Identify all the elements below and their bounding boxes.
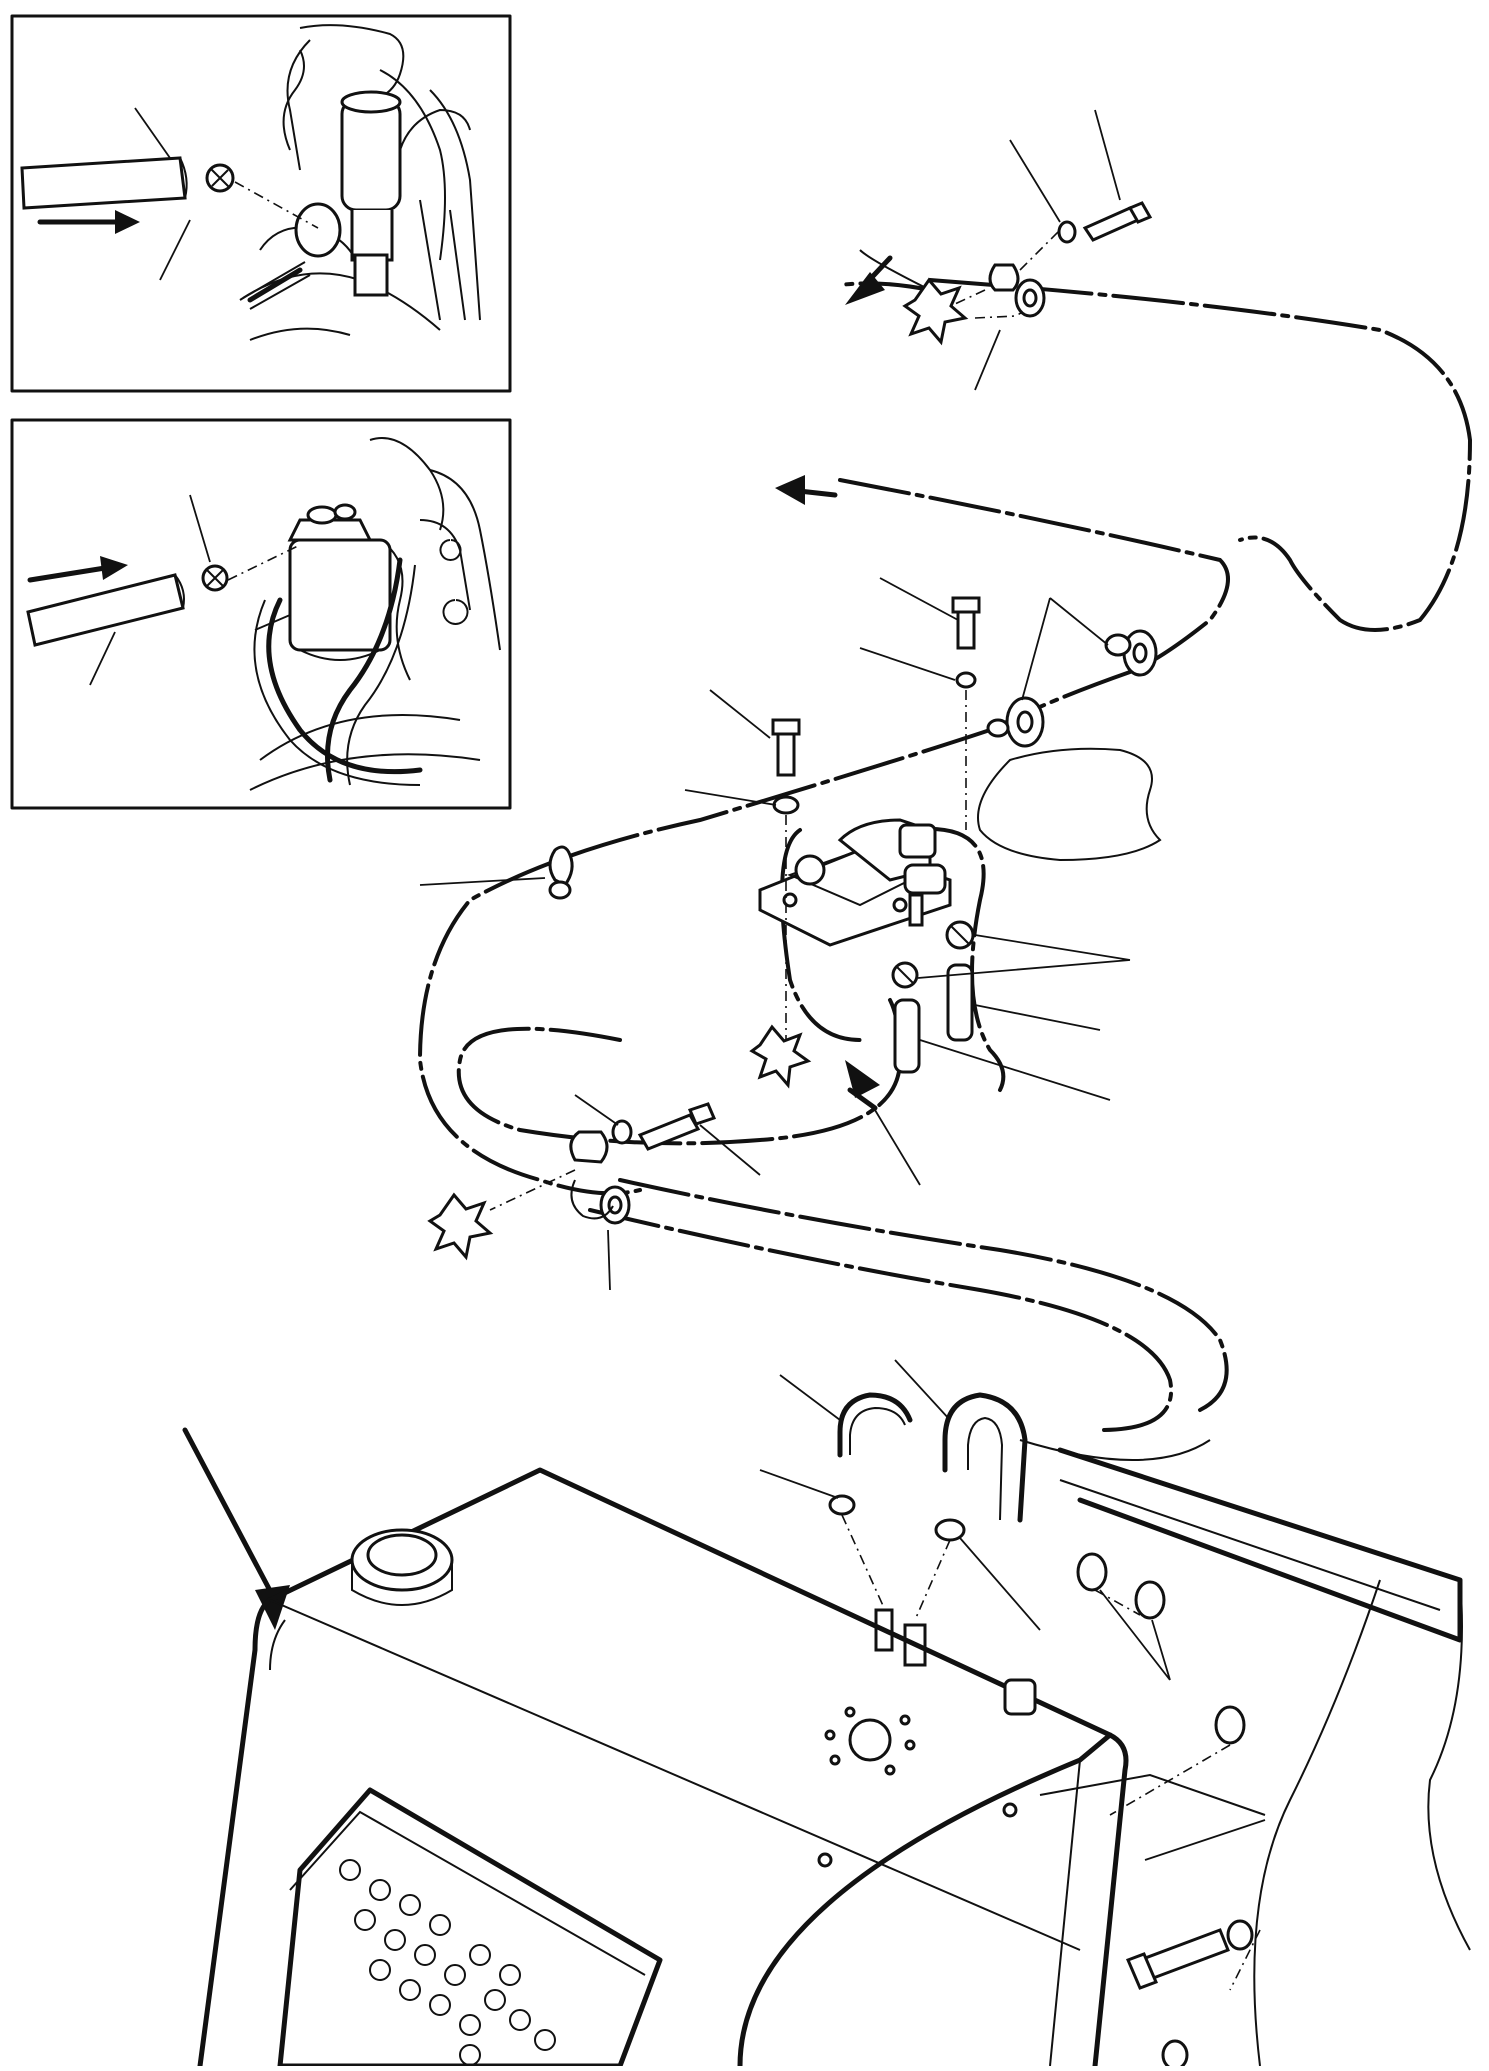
p-clip (569, 1130, 609, 1164)
callout-leader (1009, 139, 1061, 223)
hose-run-left-loop (417, 728, 992, 1196)
inset-top-corrugated-hose (242, 261, 311, 310)
hose-run-return (838, 478, 1230, 674)
inset-middle-engine-detail (249, 437, 501, 791)
callout-leader (759, 1469, 839, 1499)
callout-leader (959, 1537, 1041, 1631)
assembly-centerline (234, 181, 319, 229)
hose-clamp-icon (201, 564, 229, 592)
tank-front-edge (737, 1732, 1113, 2069)
tank-outline-left (197, 1597, 273, 2069)
grommet-icon (1214, 1705, 1246, 1745)
inset-top-left (10, 14, 512, 393)
tank-hose-fittings (759, 1359, 1171, 1681)
callout-leader (1021, 597, 1109, 701)
callout-leader (607, 1229, 611, 1291)
bolt-icon (776, 728, 796, 777)
flow-arrow-icon (27, 565, 108, 583)
washer-icon (772, 795, 800, 815)
mounting-point-icon (902, 277, 969, 346)
callout-leader (974, 329, 1001, 391)
sender-unit-flange (824, 1706, 916, 1776)
callout-leader (779, 1374, 841, 1421)
main-fuel-hose-routes (417, 249, 1473, 1432)
inset-frame-top (10, 14, 512, 393)
fuel-tank (182, 1427, 1129, 2069)
grommet-icon (1076, 1552, 1108, 1592)
callout-leader (919, 1039, 1111, 1101)
inset-middle-corrugated-hoses (253, 557, 423, 786)
bolt-icon (956, 606, 976, 650)
mounting-point-icon (427, 1192, 494, 1261)
grommet-icon (1134, 1580, 1166, 1620)
hose-run-upper-loop (928, 278, 1473, 632)
inset-frame-middle (10, 418, 512, 810)
inset-middle-left (10, 418, 512, 810)
hose-clip-icon (548, 845, 574, 887)
hose-clamp-icon (828, 1494, 856, 1516)
washer-icon (955, 671, 977, 689)
bolt-icon (1082, 206, 1141, 242)
hose-run-to-tank-2 (588, 1208, 1174, 1432)
inset-top-filter-bowl (294, 90, 402, 297)
washer-icon (1057, 220, 1077, 244)
bent-hose (942, 1392, 1028, 1523)
inset-top-fuel-hose (20, 156, 188, 210)
callout-leader (709, 689, 771, 739)
p-clip (988, 263, 1020, 292)
filter-inlet-cap (294, 202, 342, 258)
step-anti-slip-pattern (339, 1859, 556, 2066)
machine-frame-right (1019, 1439, 1471, 2071)
hose-nipple (893, 998, 921, 1074)
view-arrow-icon (182, 1427, 278, 1603)
filter-outlet-fittings (845, 920, 1131, 1186)
bent-hose (837, 1392, 913, 1458)
callout-leader (159, 219, 191, 281)
hose-clamp-icon (205, 163, 235, 193)
callout-leader (1144, 1819, 1266, 1861)
breather-boss (1003, 1678, 1037, 1716)
callout-leader (699, 1124, 761, 1176)
callout-leader (894, 1359, 951, 1421)
left-hose-clip (419, 845, 574, 900)
washer-icon (611, 1119, 633, 1145)
mounting-bracket-outline (977, 747, 1162, 862)
hose-nipple (946, 963, 974, 1042)
washer-icon (1226, 1919, 1254, 1951)
callout-leader (874, 1109, 921, 1186)
assembly-centerline (227, 544, 301, 581)
callout-leader (1094, 109, 1121, 201)
grommet-assembly-right (859, 577, 1158, 830)
inset-middle-filter-head (287, 503, 392, 661)
bolt-icon (637, 1113, 701, 1151)
fuel-filter-head-assembly (684, 689, 1162, 1089)
mounting-point-icon (749, 1024, 812, 1089)
callout-leader (574, 1094, 619, 1126)
callout-leader (859, 647, 956, 681)
callout-leader (419, 877, 546, 886)
callout-leader (189, 494, 211, 563)
callout-leader (254, 614, 291, 631)
hose-clamp-icon (934, 1518, 966, 1542)
callout-leader (974, 1004, 1101, 1031)
lower-clip-assembly (427, 1094, 761, 1291)
callout-leader (684, 789, 777, 806)
upper-clip-assembly (902, 109, 1153, 391)
washer-icon (1104, 633, 1132, 657)
inset-middle-fuel-hose (26, 573, 185, 647)
callout-leader (89, 631, 116, 686)
callout-leader (917, 934, 1131, 979)
callout-leader (1099, 1589, 1171, 1681)
callout-leader (879, 577, 959, 621)
hose-run-filter-inlet (780, 828, 862, 1042)
hose-run-filter-outlet (908, 826, 1006, 1092)
callout-leader (134, 107, 171, 159)
washer-icon (1161, 2039, 1189, 2071)
hose-run-to-tank (618, 1178, 1229, 1412)
tank-step (277, 1787, 663, 2069)
